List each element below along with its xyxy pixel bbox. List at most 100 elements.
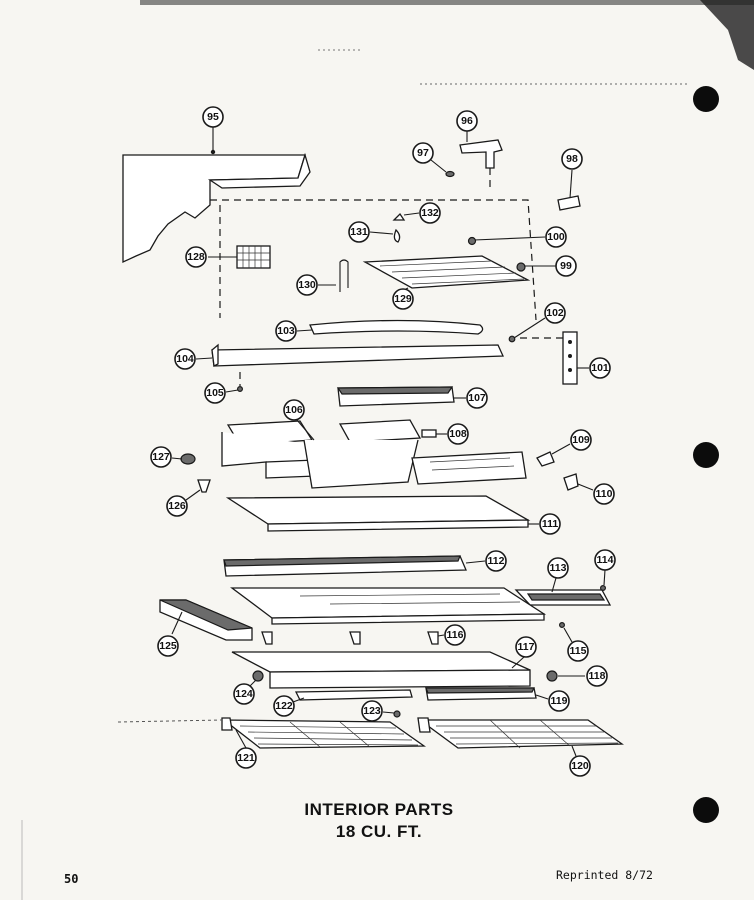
callout-101: 101 — [589, 357, 611, 379]
callout-102: 102 — [544, 302, 566, 324]
svg-text:96: 96 — [461, 115, 473, 127]
callout-118: 118 — [586, 665, 608, 687]
callout-113: 113 — [547, 557, 569, 579]
svg-text:118: 118 — [589, 670, 606, 682]
svg-text:97: 97 — [417, 147, 429, 159]
callout-127: 127 — [150, 446, 172, 468]
part-95-freezer-top — [122, 127, 311, 264]
callout-128: 128 — [185, 246, 207, 268]
callout-130: 130 — [296, 274, 318, 296]
part-120-wire-shelf — [417, 717, 624, 757]
svg-text:117: 117 — [518, 641, 535, 653]
part-104-trim-rail — [195, 343, 504, 367]
part-99-100-fasteners — [467, 236, 556, 272]
part-130-wire-rod — [318, 259, 349, 292]
svg-text:98: 98 — [566, 153, 578, 165]
svg-text:124: 124 — [235, 688, 253, 700]
callout-115: 115 — [567, 640, 589, 662]
svg-text:122: 122 — [275, 700, 293, 712]
svg-text:99: 99 — [560, 260, 572, 272]
part-113-114-115-rail — [514, 569, 612, 643]
reprint-note: Reprinted 8/72 — [556, 868, 653, 882]
svg-text:106: 106 — [285, 404, 303, 416]
callout-96: 96 — [456, 110, 478, 132]
callout-114: 114 — [594, 549, 616, 571]
part-121-wire-shelf — [117, 717, 427, 749]
callout-103: 103 — [275, 320, 297, 342]
callout-104: 104 — [174, 348, 196, 370]
part-109-110-clips — [536, 443, 594, 491]
svg-text:128: 128 — [187, 251, 205, 263]
callout-124: 124 — [233, 683, 255, 705]
svg-text:129: 129 — [394, 293, 412, 305]
svg-text:108: 108 — [449, 428, 467, 440]
callout-105: 105 — [204, 382, 226, 404]
part-116-supports — [261, 631, 445, 645]
svg-text:115: 115 — [570, 645, 587, 657]
scan-edge-noise — [140, 0, 754, 85]
part-131-132-fittings — [369, 212, 420, 243]
part-105-screw — [225, 372, 244, 393]
callout-107: 107 — [466, 387, 488, 409]
svg-text:116: 116 — [447, 629, 464, 641]
freezer-dashed-outline — [210, 199, 568, 339]
callout-126: 126 — [166, 495, 188, 517]
svg-text:121: 121 — [237, 752, 255, 764]
svg-text:107: 107 — [468, 392, 486, 404]
callout-112: 112 — [485, 550, 507, 572]
part-118-124-rollers — [245, 670, 585, 691]
part-125-left-rail — [159, 599, 253, 641]
svg-text:110: 110 — [596, 488, 613, 500]
diagram-title: INTERIOR PARTS — [304, 800, 454, 819]
svg-text:120: 120 — [571, 760, 589, 772]
binder-hole-middle — [693, 442, 719, 468]
callout-99: 99 — [555, 255, 577, 277]
callout-123: 123 — [361, 700, 383, 722]
part-122-119-strips — [292, 687, 549, 703]
svg-text:95: 95 — [207, 111, 219, 123]
callout-108: 108 — [447, 423, 469, 445]
part-106-wire-basket — [221, 419, 527, 489]
part-98-hinge-pin — [557, 169, 581, 211]
part-111-shelf — [225, 495, 539, 532]
part-112-crisper-front — [223, 555, 486, 577]
svg-text:126: 126 — [168, 500, 186, 512]
svg-text:123: 123 — [363, 705, 381, 717]
part-117-crisper-lid — [231, 651, 531, 689]
callout-132: 132 — [419, 202, 441, 224]
svg-text:119: 119 — [551, 695, 568, 707]
callout-95: 95 — [202, 106, 224, 128]
binder-hole-top — [693, 86, 719, 112]
svg-text:101: 101 — [591, 362, 609, 374]
callout-111: 111 — [539, 513, 561, 535]
binder-hole-bottom — [693, 797, 719, 823]
callout-122: 122 — [273, 695, 295, 717]
callout-116: 116 — [444, 624, 466, 646]
part-107-cover — [336, 386, 466, 407]
svg-text:105: 105 — [206, 387, 224, 399]
callout-120: 120 — [569, 755, 591, 777]
part-128-grille — [208, 245, 271, 269]
part-102-screw — [508, 317, 546, 343]
callout-119: 119 — [548, 690, 570, 712]
svg-text:103: 103 — [277, 325, 295, 337]
callout-109: 109 — [570, 429, 592, 451]
svg-text:113: 113 — [550, 562, 567, 574]
page-number: 50 — [64, 872, 79, 886]
callout-110: 110 — [593, 483, 615, 505]
callout-117: 117 — [515, 636, 537, 658]
callout-106: 106 — [283, 399, 305, 421]
svg-text:125: 125 — [159, 640, 177, 652]
part-123-screw — [382, 710, 401, 718]
svg-text:111: 111 — [542, 518, 559, 530]
svg-text:130: 130 — [298, 279, 316, 291]
part-101-side-bracket — [562, 331, 589, 385]
svg-text:132: 132 — [421, 207, 439, 219]
svg-text:102: 102 — [546, 307, 564, 319]
svg-text:114: 114 — [597, 554, 614, 566]
callout-129: 129 — [392, 288, 414, 310]
svg-text:112: 112 — [488, 555, 505, 567]
callout-121: 121 — [235, 747, 257, 769]
